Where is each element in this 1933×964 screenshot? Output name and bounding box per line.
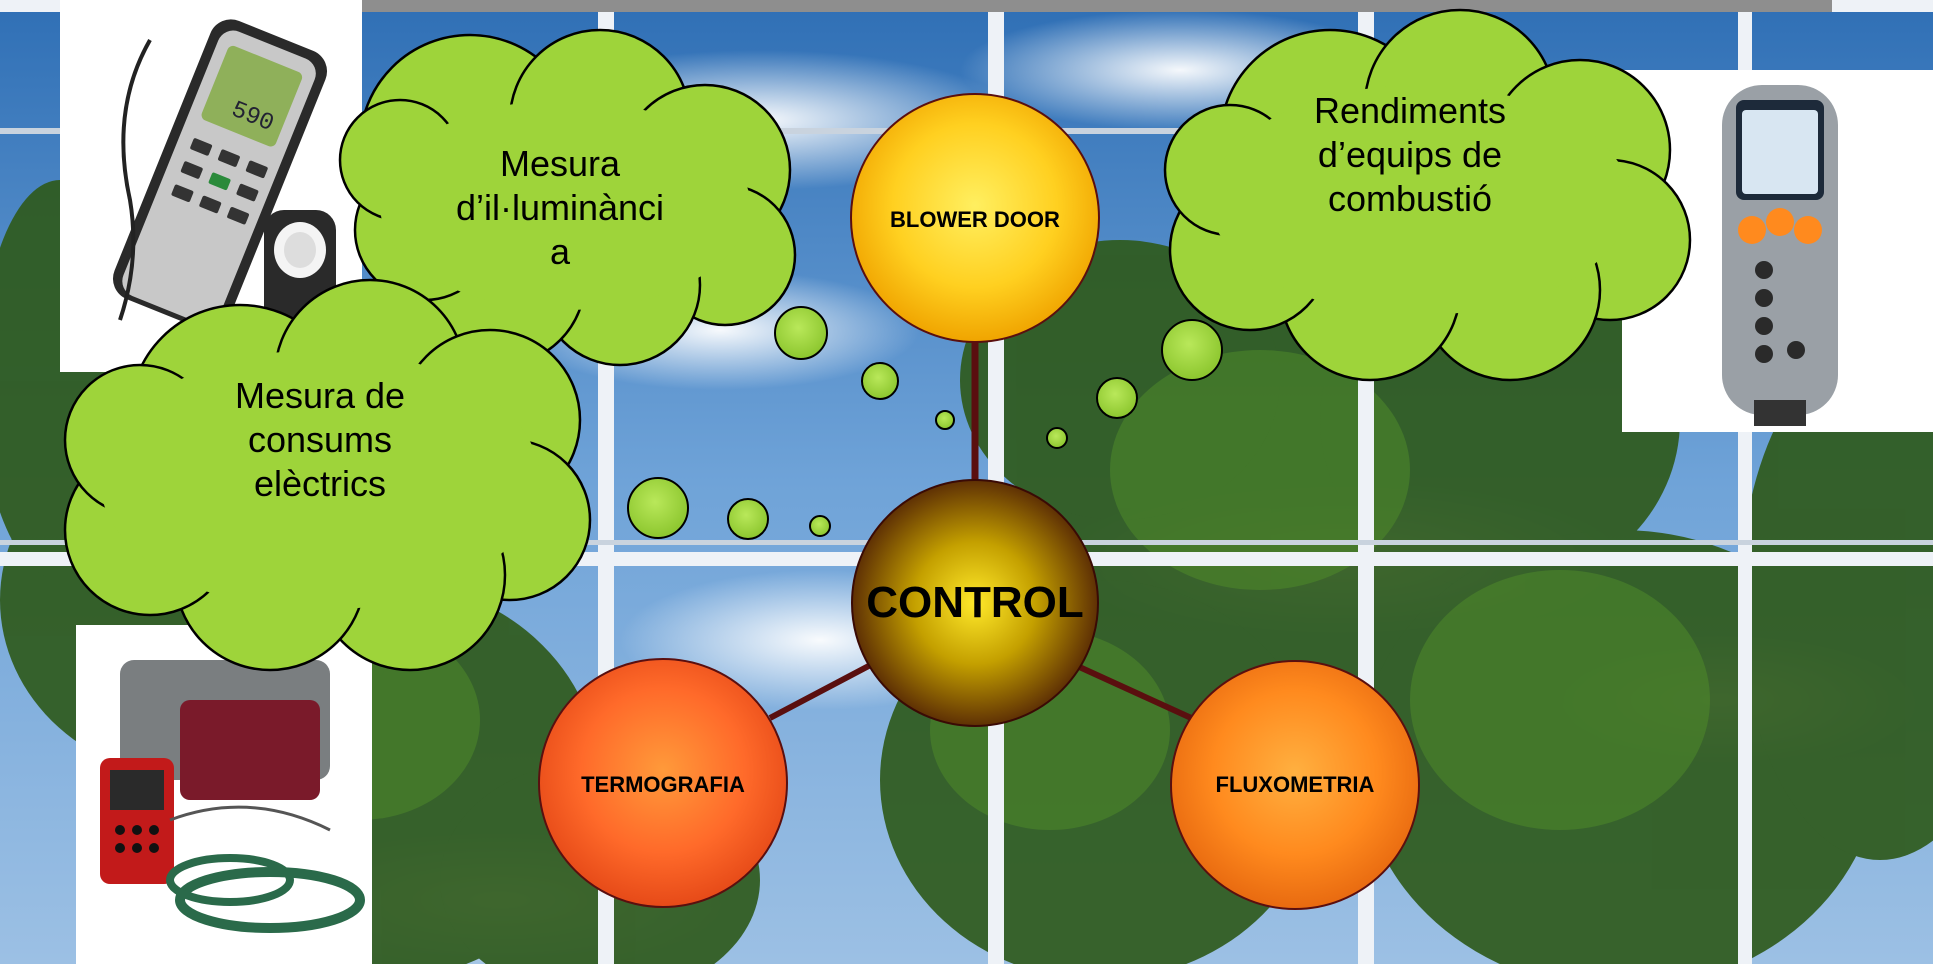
cloud-line: Mesura: [499, 142, 621, 184]
node-label-fluxometria: FLUXOMETRIA: [1215, 772, 1375, 797]
node-fluxometria: [1170, 660, 1420, 910]
connector-fluxometria: [1073, 662, 1202, 725]
cloud-line: combustió: [1327, 178, 1493, 219]
node-label-blower-door: BLOWER DOOR: [890, 207, 1060, 232]
cloud-line: d’equips de: [1317, 134, 1503, 175]
cloud-line: a: [549, 230, 571, 272]
thought-bubbles: [627, 306, 1223, 540]
cloud-line: elèctrics: [253, 463, 387, 504]
node-control: [851, 479, 1099, 727]
cloud-label-combustio: Rendiments d’equips de combustió: [1280, 75, 1540, 235]
node-termografia: [538, 658, 788, 908]
cloud-label-illuminancia: Mesura d’il·luminànci a: [440, 125, 680, 290]
center-label-control: CONTROL: [866, 578, 1084, 627]
node-label-termografia: TERMOGRAFIA: [581, 772, 745, 797]
connector-termografia: [768, 657, 882, 721]
cloud-label-consums: Mesura de consums elèctrics: [190, 360, 450, 520]
cloud-line: consums: [247, 419, 393, 460]
node-blower-door: [850, 93, 1100, 343]
cloud-line: Mesura de: [234, 375, 406, 416]
cloud-line: d’il·luminànci: [455, 186, 665, 228]
cloud-line: Rendiments: [1313, 90, 1507, 131]
